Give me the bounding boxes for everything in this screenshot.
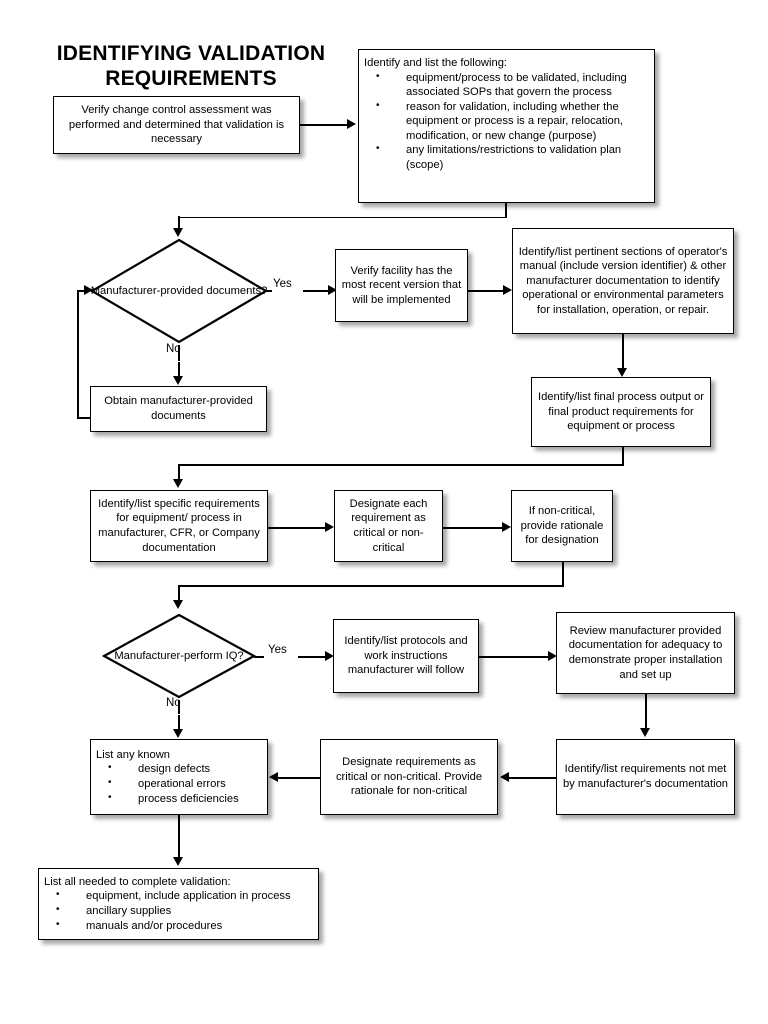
diamond-shape — [89, 238, 269, 344]
node-identify-specific-requirements[interactable]: Identify/list specific requirements for … — [90, 490, 268, 562]
node-obtain-manufacturer-docs-text: Obtain manufacturer-provided documents — [104, 395, 253, 422]
connector-listknown-to-listall — [178, 815, 180, 859]
node-identify-pertinent-sections-text: Identify/list pertinent sections of oper… — [518, 245, 728, 316]
connector-diamond1-no-2 — [178, 362, 180, 378]
node-list-any-known[interactable]: List any known design defects operationa… — [90, 739, 268, 815]
node-identify-and-list-lead: Identify and list the following: — [364, 57, 508, 69]
list-item: manuals and/or procedures — [44, 918, 313, 934]
arrowhead-right — [325, 522, 334, 532]
edge-label-no-iq: No — [166, 697, 181, 709]
list-item: any limitations/restrictions to validati… — [364, 142, 649, 172]
edge-label-no-docs: No — [166, 343, 181, 355]
connector-diamond2-yes-a — [254, 656, 264, 658]
node-review-manufacturer-docs[interactable]: Review manufacturer provided documentati… — [556, 612, 735, 694]
connector-protocols-to-review — [479, 656, 549, 658]
connector-specific-to-designate — [268, 527, 326, 529]
arrowhead-right — [84, 285, 93, 295]
node-identify-requirements-not-met[interactable]: Identify/list requirements not met by ma… — [556, 739, 735, 815]
node-identify-protocols[interactable]: Identify/list protocols and work instruc… — [333, 619, 479, 693]
node-obtain-manufacturer-docs[interactable]: Obtain manufacturer-provided documents — [90, 386, 267, 432]
connector-pertinent-to-final — [622, 334, 624, 370]
node-identify-pertinent-sections[interactable]: Identify/list pertinent sections of oper… — [512, 228, 734, 334]
node-list-all-needed-lead: List all needed to complete validation: — [44, 875, 231, 888]
connector-identify-down — [505, 203, 507, 218]
node-identify-final-process-output[interactable]: Identify/list final process output or fi… — [531, 377, 711, 447]
node-review-manufacturer-docs-text: Review manufacturer provided documentati… — [568, 624, 723, 681]
arrowhead-down — [173, 600, 183, 609]
connector-noncritical-left — [178, 585, 564, 587]
arrowhead-down — [173, 857, 183, 866]
connector-diamond1-yes-b — [303, 290, 329, 292]
page-title: IDENTIFYING VALIDATION REQUIREMENTS — [56, 42, 326, 90]
arrowhead-right — [328, 285, 337, 295]
list-item: equipment, include application in proces… — [44, 888, 313, 904]
arrowhead-right — [503, 285, 512, 295]
node-list-any-known-bullets: design defects operational errors proces… — [96, 761, 262, 807]
connector-final-left — [178, 464, 624, 466]
connector-diamond2-no — [178, 700, 180, 714]
node-identify-and-list-bullets: equipment/process to be validated, inclu… — [364, 70, 649, 173]
connector-verify-to-identify — [300, 124, 348, 126]
arrowhead-down — [173, 729, 183, 738]
arrowhead-right — [548, 651, 557, 661]
node-identify-protocols-text: Identify/list protocols and work instruc… — [344, 635, 468, 677]
connector-diamond2-yes-b — [298, 656, 326, 658]
arrowhead-left — [500, 772, 509, 782]
arrowhead-down — [173, 376, 183, 385]
decision-manufacturer-perform-iq[interactable]: Manufacturer-perform IQ? — [101, 612, 257, 700]
node-verify-change-control[interactable]: Verify change control assessment was per… — [53, 96, 300, 154]
list-item: design defects — [96, 761, 262, 777]
node-if-non-critical-rationale[interactable]: If non-critical, provide rationale for d… — [511, 490, 613, 562]
decision-manufacturer-provided-documents[interactable]: Manufacturer-provided documents? — [89, 237, 269, 345]
connector-diamond1-yes-a — [266, 290, 272, 292]
connector-loopback-vertical — [77, 291, 79, 418]
arrowhead-right — [502, 522, 511, 532]
node-designate-requirements-critical[interactable]: Designate requirements as critical or no… — [320, 739, 498, 815]
connector-into-diamond1 — [178, 216, 180, 230]
list-item: ancillary supplies — [44, 903, 313, 919]
edge-label-yes-iq: Yes — [268, 644, 287, 656]
node-verify-facility-version[interactable]: Verify facility has the most recent vers… — [335, 249, 468, 322]
node-verify-change-control-text: Verify change control assessment was per… — [68, 104, 285, 146]
connector-identify-left — [178, 216, 506, 219]
node-verify-facility-version-text: Verify facility has the most recent vers… — [341, 264, 462, 306]
arrowhead-right — [325, 651, 334, 661]
connector-review-to-notmet — [645, 694, 647, 730]
node-identify-and-list[interactable]: Identify and list the following: equipme… — [358, 49, 655, 203]
node-list-all-needed-bullets: equipment, include application in proces… — [44, 888, 313, 934]
node-designate-each-requirement[interactable]: Designate each requirement as critical o… — [334, 490, 443, 562]
node-designate-requirements-critical-text: Designate requirements as critical or no… — [335, 756, 483, 798]
connector-loopback-top — [77, 290, 85, 292]
list-item: operational errors — [96, 776, 262, 792]
connector-facility-to-pertinent — [468, 290, 504, 292]
node-designate-each-requirement-text: Designate each requirement as critical o… — [349, 497, 428, 554]
connector-designate-to-noncritical — [443, 527, 503, 529]
list-item: equipment/process to be validated, inclu… — [364, 70, 649, 100]
connector-notmet-to-designate — [509, 777, 557, 779]
node-list-all-needed[interactable]: List all needed to complete validation: … — [38, 868, 319, 940]
connector-diamond2-no-2 — [178, 715, 180, 731]
node-identify-specific-requirements-text: Identify/list specific requirements for … — [98, 497, 260, 554]
arrowhead-down — [640, 728, 650, 737]
node-identify-requirements-not-met-text: Identify/list requirements not met by ma… — [562, 763, 729, 790]
list-item: process deficiencies — [96, 791, 262, 807]
connector-diamond1-no — [178, 345, 180, 361]
node-identify-final-process-output-text: Identify/list final process output or fi… — [537, 391, 705, 433]
connector-designate-to-listknown — [278, 777, 321, 779]
arrowhead-right — [347, 119, 356, 129]
diamond-shape — [101, 613, 257, 699]
node-if-non-critical-rationale-text: If non-critical, provide rationale for d… — [520, 505, 604, 547]
node-list-any-known-lead: List any known — [96, 748, 171, 761]
arrowhead-down — [617, 368, 627, 377]
arrowhead-down — [173, 228, 183, 237]
arrowhead-left — [269, 772, 278, 782]
connector-into-specific — [178, 464, 180, 480]
connector-loopback-bottom — [77, 417, 91, 419]
connector-noncritical-down — [562, 562, 564, 586]
connector-final-down — [622, 447, 624, 465]
edge-label-yes-docs: Yes — [273, 278, 292, 290]
list-item: reason for validation, including whether… — [364, 99, 649, 144]
connector-into-diamond2 — [178, 585, 180, 601]
arrowhead-down — [173, 479, 183, 488]
